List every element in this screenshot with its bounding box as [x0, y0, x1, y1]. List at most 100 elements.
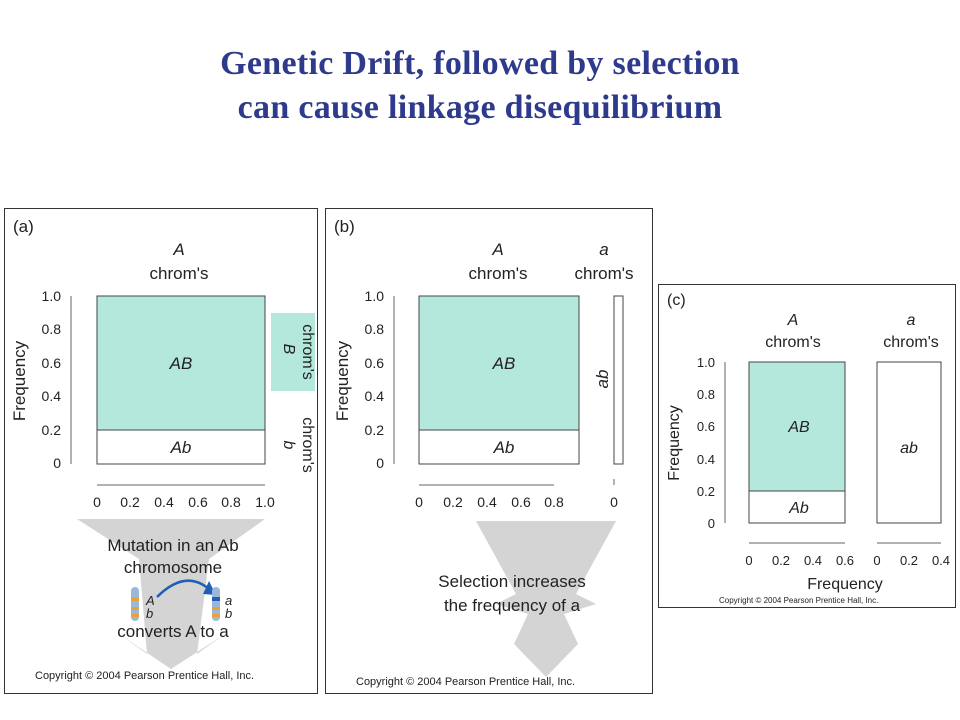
- panel-b-bar-AB: [418, 295, 580, 431]
- slide-title: Genetic Drift, followed by selection can…: [0, 42, 960, 130]
- panel-a-mutation-line-1: Mutation in an Ab: [107, 536, 238, 555]
- panel-c-x-tick-A: 0.4: [804, 553, 822, 568]
- panel-c-x-tick-A: 0.2: [772, 553, 790, 568]
- panel-a-y-tick: 0.4: [42, 388, 62, 404]
- panel-b-selection-line-1: Selection increases: [438, 572, 585, 591]
- panel-a-side-B-box: [271, 313, 315, 391]
- panel-b-x-tick: 0.8: [544, 494, 564, 510]
- panel-b-col2-text: chrom's: [575, 264, 634, 283]
- chromosome-left-icon: [131, 587, 139, 621]
- panel-a-x-tick: 0.6: [188, 494, 208, 510]
- panel-c-x-tick-a: 0.2: [900, 553, 918, 568]
- panel-b-label: (b): [334, 217, 355, 236]
- panel-a-label: (a): [13, 217, 34, 236]
- mutation-arrow-icon: [156, 579, 210, 598]
- panel-c-y-tick: 0.4: [697, 452, 715, 467]
- panel-c-region-Ab: Ab: [788, 500, 809, 517]
- panel-c-col1-letter: A: [787, 312, 799, 329]
- panel-a-y-tick: 1.0: [42, 288, 62, 304]
- panel-b-y-tick: 0: [376, 455, 384, 471]
- panel-b-x-tick: 0.4: [477, 494, 497, 510]
- panel-a-y-tick: 0.8: [42, 321, 62, 337]
- panel-b-y-tick: 1.0: [365, 288, 385, 304]
- panel-b-col2-letter: a: [599, 240, 608, 259]
- panel-a-chrom-right-top: a: [225, 593, 232, 608]
- panel-a-side-B-letter: B: [280, 344, 297, 355]
- chromosome-right-icon: [212, 587, 220, 621]
- panel-c-y-axis-label: Frequency: [666, 405, 683, 481]
- panel-a-mutation-line-3: converts A to a: [117, 622, 229, 641]
- panel-a-side-B-text: chrom's: [299, 324, 316, 380]
- panel-a-bar-AB: [96, 295, 266, 431]
- panel-a-x-tick: 1.0: [255, 494, 275, 510]
- panel-a-down-arrow: [77, 519, 265, 669]
- panel-a-chrom-left-top: A: [145, 593, 155, 608]
- panel-b-y-axis-label: Frequency: [333, 340, 352, 421]
- panel-a-side-b-letter: b: [280, 441, 297, 450]
- panel-b-y-tick: 0.4: [365, 388, 385, 404]
- panel-a-col-header-letter: A: [172, 240, 184, 259]
- panel-c-col2-letter: a: [907, 312, 916, 329]
- panel-c-y-tick: 0.8: [697, 387, 715, 402]
- panel-a-figure: (a) A chrom's AB Ab 1.0 0.8 0.6 0.4 0.2 …: [10, 217, 316, 682]
- panel-c-y-tick: 1.0: [697, 355, 715, 370]
- panel-c-col1-text: chrom's: [765, 334, 821, 351]
- panel-a-mutation-line-2: chromosome: [124, 558, 222, 577]
- panel-c-bar-Ab: [748, 490, 846, 524]
- panel-a-chrom-right-bottom: b: [225, 606, 232, 621]
- panel-c-x-tick-A: 0: [745, 553, 752, 568]
- panel-b-col1-text: chrom's: [469, 264, 528, 283]
- panel-c-label: (c): [667, 292, 686, 309]
- panel-a-copyright: Copyright © 2004 Pearson Prentice Hall, …: [35, 670, 254, 682]
- panel-a-y-tick: 0.2: [42, 422, 62, 438]
- panel-a: (a) A chrom's AB Ab 1.0 0.8 0.6 0.4 0.2 …: [4, 208, 318, 694]
- panel-a-y-tick: 0: [53, 455, 61, 471]
- panel-c-copyright: Copyright © 2004 Pearson Prentice Hall, …: [719, 596, 878, 605]
- panel-b-copyright: Copyright © 2004 Pearson Prentice Hall, …: [356, 676, 575, 688]
- panel-c-x-tick-A: 0.6: [836, 553, 854, 568]
- panel-b-bar-ab: [613, 295, 624, 465]
- panel-c-y-tick: 0: [708, 516, 715, 531]
- panel-b: (b) A chrom's a chrom's AB Ab ab 1.0 0.8…: [325, 208, 653, 694]
- panel-a-x-tick: 0: [93, 494, 101, 510]
- panel-c-region-AB: AB: [787, 419, 810, 436]
- panel-a-region-AB: AB: [169, 354, 193, 373]
- panel-a-y-tick: 0.6: [42, 355, 62, 371]
- panel-a-region-Ab: Ab: [170, 438, 192, 457]
- panel-b-selection-line-2: the frequency of a: [444, 596, 581, 615]
- panel-a-x-tick: 0.8: [221, 494, 241, 510]
- panel-b-x-tick: 0: [415, 494, 423, 510]
- panel-c-y-tick: 0.6: [697, 419, 715, 434]
- panel-b-y-tick: 0.8: [365, 321, 385, 337]
- panel-b-down-arrow: [476, 521, 616, 677]
- panel-c-region-ab: ab: [900, 440, 918, 457]
- panel-b-x-tick-a: 0: [610, 494, 618, 510]
- panel-c-y-tick: 0.2: [697, 484, 715, 499]
- panel-c-col2-text: chrom's: [883, 334, 939, 351]
- panel-a-col-header-text: chrom's: [150, 264, 209, 283]
- panel-b-bar-Ab: [418, 429, 580, 465]
- panel-b-region-Ab: Ab: [493, 438, 515, 457]
- panel-b-x-tick: 0.2: [443, 494, 463, 510]
- panel-c-x-tick-a: 0: [873, 553, 880, 568]
- panel-c: (c) A chrom's a chrom's AB Ab ab 1.0 0.8…: [658, 284, 956, 608]
- panel-c-x-tick-a: 0.4: [932, 553, 950, 568]
- panel-b-y-tick: 0.2: [365, 422, 385, 438]
- slide-title-line-1: Genetic Drift, followed by selection: [220, 45, 740, 82]
- panel-a-x-tick: 0.4: [154, 494, 174, 510]
- panel-b-y-tick: 0.6: [365, 355, 385, 371]
- panel-c-x-axis-label: Frequency: [807, 576, 883, 593]
- slide-title-line-2: can cause linkage disequilibrium: [237, 89, 723, 126]
- panel-a-bar-Ab: [96, 429, 266, 465]
- panel-a-chrom-left-bottom: b: [146, 606, 153, 621]
- panel-a-side-b-text: chrom's: [299, 417, 316, 473]
- panel-a-y-axis-label: Frequency: [10, 340, 29, 421]
- panel-b-region-AB: AB: [492, 354, 516, 373]
- panel-b-region-ab: ab: [593, 370, 612, 389]
- panel-a-x-tick: 0.2: [120, 494, 140, 510]
- panel-c-bar-AB: [748, 361, 846, 492]
- panel-c-bar-ab: [876, 361, 942, 524]
- panel-b-col1-letter: A: [491, 240, 503, 259]
- panel-c-figure: (c) A chrom's a chrom's AB Ab ab 1.0 0.8…: [666, 292, 950, 605]
- panel-b-x-tick: 0.6: [511, 494, 531, 510]
